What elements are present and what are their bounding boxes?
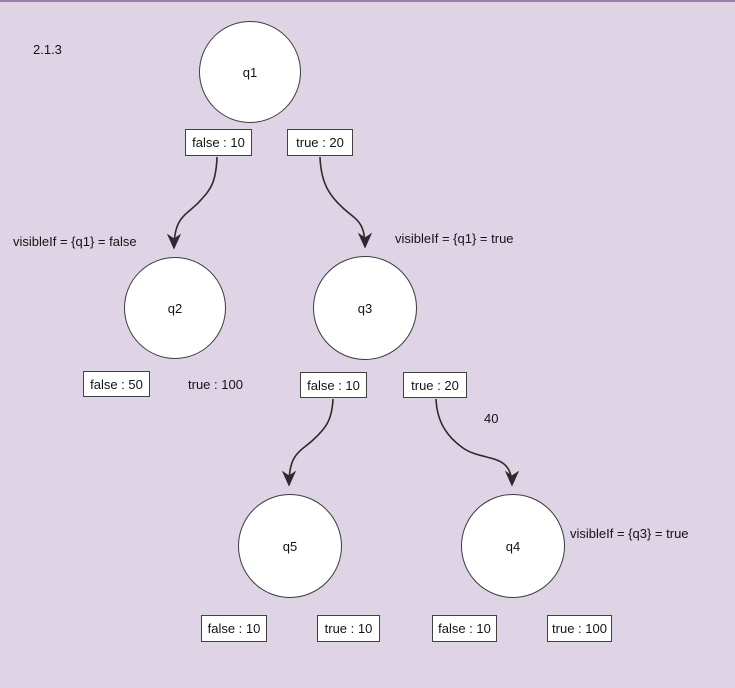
node-q3-label: q3 (357, 300, 373, 316)
edge-weight-label-q3-true: 40 (484, 411, 499, 426)
edge-q3-true-to-q4 (435, 398, 520, 487)
branch-box-q4-false[interactable]: false : 10 (432, 615, 497, 642)
node-q1-label: q1 (242, 64, 258, 80)
branch-box-q3-true[interactable]: true : 20 (403, 372, 467, 398)
visibleif-annotation-q3: visibleIf = {q1} = true (395, 231, 514, 246)
node-q4-label: q4 (505, 538, 521, 554)
visibleif-annotation-q2: visibleIf = {q1} = false (13, 234, 137, 249)
branch-box-q3-false[interactable]: false : 10 (300, 372, 367, 398)
node-q3[interactable]: q3 (313, 256, 417, 360)
node-q5[interactable]: q5 (238, 494, 342, 598)
edge-q1-true-to-q3 (319, 156, 373, 249)
branch-box-q5-false[interactable]: false : 10 (201, 615, 267, 642)
node-q2[interactable]: q2 (124, 257, 226, 359)
node-q5-label: q5 (282, 538, 298, 554)
branch-box-q4-true[interactable]: true : 100 (547, 615, 612, 642)
node-q1[interactable]: q1 (199, 21, 301, 123)
version-label: 2.1.3 (33, 42, 62, 57)
edge-q3-false-to-q5 (281, 398, 334, 487)
node-q2-label: q2 (167, 300, 183, 316)
branch-label-q2-true: true : 100 (188, 377, 243, 392)
branch-box-q2-false[interactable]: false : 50 (83, 371, 150, 397)
branch-box-q1-false[interactable]: false : 10 (185, 129, 252, 156)
visibleif-annotation-q4: visibleIf = {q3} = true (570, 526, 689, 541)
branch-box-q5-true[interactable]: true : 10 (317, 615, 380, 642)
branch-box-q1-true[interactable]: true : 20 (287, 129, 353, 156)
node-q4[interactable]: q4 (461, 494, 565, 598)
edge-q1-false-to-q2 (166, 156, 218, 250)
